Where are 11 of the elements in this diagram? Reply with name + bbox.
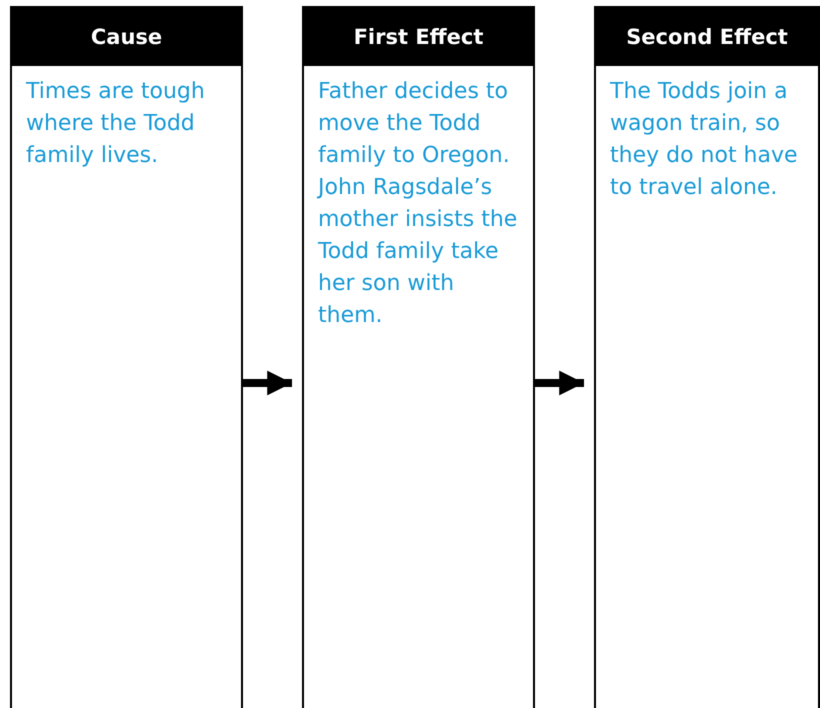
column-box	[302, 6, 535, 708]
column-heading: Second Effect	[596, 8, 818, 66]
arrow	[535, 370, 584, 396]
column-box	[10, 6, 243, 708]
column-text: Father decides to move the Todd family to Oregon. John Ragsdale’s mother insists the Todd family take her son with them.	[316, 78, 518, 330]
column-heading: First Effect	[304, 8, 533, 66]
column-text: Times are tough where the Todd family lives.	[25, 78, 206, 170]
column-box	[594, 6, 820, 708]
column-text: The Todds join a wagon train, so they do not have to travel alone.	[609, 78, 799, 202]
arrow	[243, 370, 292, 396]
column-heading: Cause	[12, 8, 241, 66]
